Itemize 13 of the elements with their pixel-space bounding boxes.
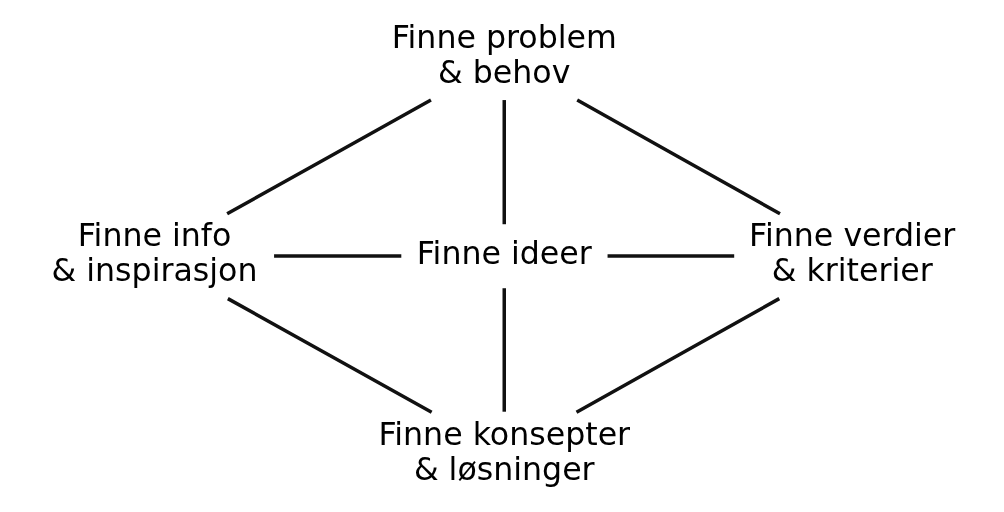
connector	[575, 297, 780, 414]
connector	[273, 254, 401, 258]
connector	[575, 98, 781, 216]
connector	[502, 100, 506, 225]
connector	[225, 98, 432, 216]
connector	[226, 297, 432, 414]
node-text: Finne verdier & kriterier	[748, 217, 955, 289]
node-text: Finne problem & behov	[391, 18, 617, 90]
connector	[607, 254, 734, 258]
node-text: Finne konsepter & løsninger	[377, 415, 630, 487]
node-text: Finne ideer	[416, 234, 592, 271]
connector	[502, 288, 506, 412]
node-text: Finne info & inspirasjon	[51, 217, 257, 289]
